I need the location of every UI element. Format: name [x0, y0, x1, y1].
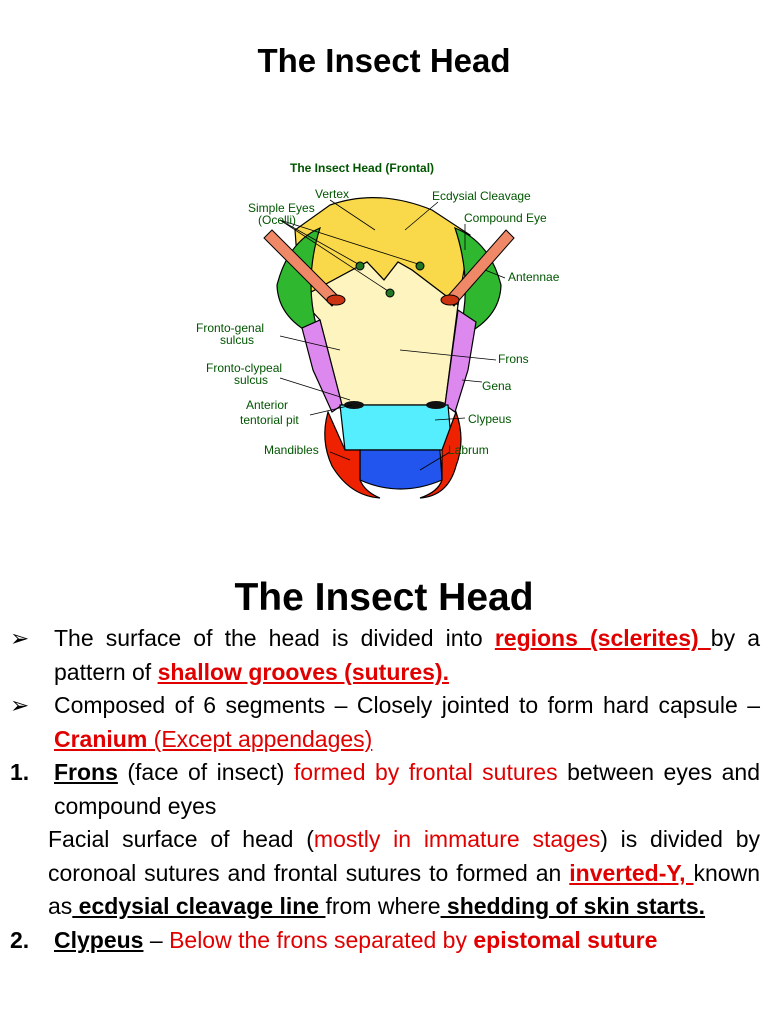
insect-head-diagram: The Insect Head (Frontal) Verte — [196, 161, 560, 499]
diagram-title: The Insect Head (Frontal) — [290, 161, 434, 175]
epistomal-term: epistomal suture — [473, 926, 658, 953]
label-clypeus: Clypeus — [468, 412, 511, 426]
label-simple-eyes-1: Simple Eyes — [248, 201, 315, 215]
tentorial-pit-right — [426, 401, 446, 409]
clypeus-region — [339, 404, 453, 451]
item-number: 2. — [10, 926, 30, 953]
mandible-left — [324, 410, 381, 499]
labrum-region — [359, 449, 443, 490]
item-number: 1. — [10, 759, 30, 785]
label-simple-eyes-2: (Ocelli) — [258, 213, 296, 227]
bullet-regions: ➢ The surface of the head is divided int… — [0, 622, 768, 689]
label-gena: Gena — [482, 379, 512, 393]
item-frons: 1. Frons (face of insect) formed by fron… — [0, 756, 768, 823]
arrow-bullet-icon: ➢ — [10, 625, 30, 651]
arrow-bullet-icon: ➢ — [10, 692, 30, 718]
facial-surface-paragraph: Facial surface of head (mostly in immatu… — [48, 826, 761, 919]
label-ecdysial: Ecdysial Cleavage — [432, 189, 531, 203]
grooves-term: shallow grooves (sutures). — [157, 658, 449, 685]
clypeus-term: Clypeus — [54, 926, 144, 953]
label-antennae: Antennae — [508, 270, 560, 284]
regions-term: regions (sclerites) — [494, 625, 711, 651]
antenna-socket-right — [440, 294, 460, 306]
cranium-term: Cranium — [54, 725, 148, 752]
frons-term: Frons — [54, 759, 118, 785]
label-labrum: Labrum — [448, 443, 489, 457]
label-frons: Frons — [498, 352, 529, 366]
section-title: The Insect Head — [234, 576, 534, 619]
label-vertex: Vertex — [315, 187, 349, 201]
ecdysial-term: ecdysial cleavage line — [72, 893, 326, 919]
label-fronto-clypeal-1: Fronto-clypeal — [206, 361, 282, 375]
label-fronto-genal-1: Fronto-genal — [196, 321, 264, 335]
antenna-socket-left — [326, 294, 346, 306]
gena-right — [444, 308, 477, 413]
ocellus-right — [415, 261, 425, 271]
item-clypeus: 2. Clypeus – Below the frons separated b… — [0, 924, 768, 958]
page-title: The Insect Head — [257, 42, 511, 79]
label-compound-eye: Compound Eye — [464, 211, 547, 225]
label-anterior-2: tentorial pit — [240, 413, 299, 427]
mandible-right — [419, 410, 462, 499]
notes-body: ➢ The surface of the head is divided int… — [0, 622, 768, 957]
bullet-segments: ➢ Composed of 6 segments – Closely joint… — [0, 689, 768, 756]
label-mandibles: Mandibles — [264, 443, 319, 457]
tentorial-pit-left — [344, 401, 364, 409]
label-fronto-genal-2: sulcus — [220, 333, 254, 347]
label-fronto-clypeal-2: sulcus — [234, 373, 268, 387]
label-anterior-1: Anterior — [246, 398, 288, 412]
inverted-y-term: inverted-Y, — [569, 859, 694, 886]
shedding-term: shedding of skin starts. — [440, 893, 706, 919]
